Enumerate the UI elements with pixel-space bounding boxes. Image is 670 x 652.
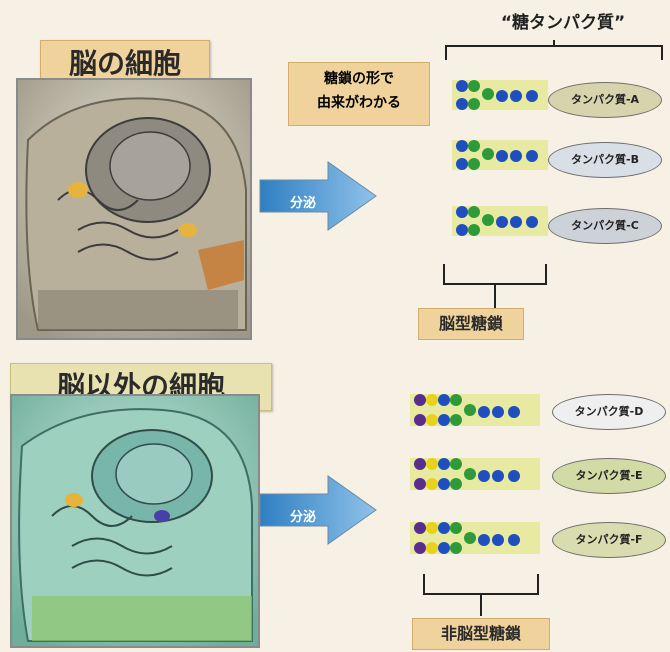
brain-glycan-bracket [443,264,547,308]
brain-glycan-group [452,80,548,236]
glycoprotein-header: “糖タンパク質” [500,13,626,33]
nonbrain-glycan-d [410,394,540,426]
nonbrain-secretion-arrow [259,475,377,545]
nonbrain-glycan-bracket [423,574,539,616]
glycan-origin-note: 糖鎖の形で 由来がわかる [288,62,430,126]
brain-secretion-label: 分泌 [290,196,317,211]
protein-a-oval: タンパク質-A [548,82,662,118]
nonbrain-glycan-group [410,394,540,554]
brain-glycan-c [452,206,548,236]
protein-b-oval: タンパク質-B [548,142,662,178]
glycoprotein-bracket [445,40,663,60]
protein-c-oval: タンパク質-C [548,208,662,244]
nonbrain-glycan-caption: 非脳型糖鎖 [412,618,550,650]
protein-e-oval: タンパク質-E [552,458,666,494]
nonbrain-glycan-f [410,522,540,554]
brain-glycan-caption: 脳型糖鎖 [418,308,524,340]
brain-glycan-b [452,140,548,170]
nonbrain-secretion-label: 分泌 [290,510,317,525]
note-line-1: 糖鎖の形で [324,71,394,87]
brain-cell-image [16,78,252,340]
brain-secretion-arrow [259,161,377,231]
nonbrain-glycan-e [410,458,540,490]
brain-glycan-a [452,80,548,110]
nonbrain-cell-image [10,394,260,648]
note-line-2: 由来がわかる [317,95,401,111]
protein-f-oval: タンパク質-F [552,522,666,558]
protein-d-oval: タンパク質-D [552,394,666,430]
